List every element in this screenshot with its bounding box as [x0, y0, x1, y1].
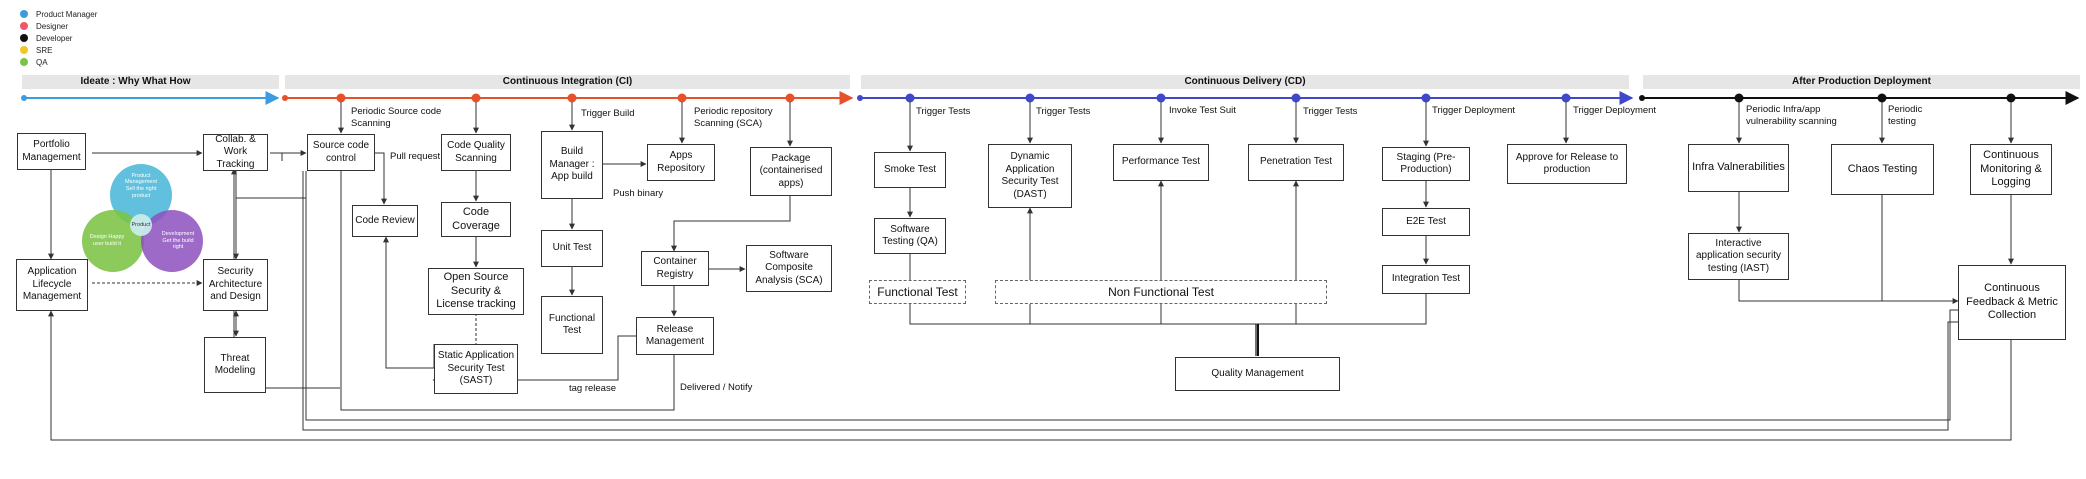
- oss-tracking-box[interactable]: Open Source Security & License tracking: [428, 268, 524, 315]
- label-periodic-infra-scan: Periodic Infra/app vulnerability scannin…: [1746, 104, 1837, 127]
- threat-modeling-box[interactable]: Threat Modeling: [204, 337, 266, 393]
- label-trigger-deployment-2: Trigger Deployment: [1573, 105, 1657, 116]
- label-trigger-tests-3: Trigger Tests: [1303, 106, 1358, 117]
- legend-label: Designer: [36, 21, 69, 31]
- alm-box[interactable]: Application Lifecycle Management: [16, 259, 88, 311]
- legend-dot-icon: [20, 10, 28, 18]
- legend-dot-icon: [20, 22, 28, 30]
- performance-test-box[interactable]: Performance Test: [1113, 144, 1209, 181]
- legend-item: Developer: [20, 32, 97, 44]
- integration-test-box[interactable]: Integration Test: [1382, 265, 1470, 294]
- label-trigger-build: Trigger Build: [581, 108, 635, 119]
- sast-box[interactable]: Static Application Security Test (SAST): [434, 344, 518, 394]
- staging-box[interactable]: Staging (Pre-Production): [1382, 147, 1470, 181]
- e2e-test-box[interactable]: E2E Test: [1382, 208, 1470, 236]
- venn-center: Product: [130, 214, 152, 236]
- quality-management-box[interactable]: Quality Management: [1175, 357, 1340, 391]
- legend-item: SRE: [20, 44, 97, 56]
- legend-item: Product Manager: [20, 8, 97, 20]
- prod-timeline: [1639, 91, 2080, 105]
- legend-label: QA: [36, 57, 48, 67]
- legend-label: SRE: [36, 45, 53, 55]
- legend-item: QA: [20, 56, 97, 68]
- cd-timeline: [857, 91, 1634, 105]
- legend-dot-icon: [20, 58, 28, 66]
- phase-cd: Continuous Delivery (CD): [861, 75, 1629, 89]
- software-testing-box[interactable]: Software Testing (QA): [874, 218, 946, 254]
- release-management-box[interactable]: Release Management: [636, 317, 714, 355]
- legend-label: Product Manager: [36, 9, 98, 19]
- apps-repository-box[interactable]: Apps Repository: [647, 144, 715, 181]
- functional-test-group: Functional Test: [869, 280, 966, 304]
- phase-ideate: Ideate : Why What How: [22, 75, 279, 89]
- package-box[interactable]: Package (containerised apps): [750, 147, 832, 196]
- non-functional-test-group: Non Functional Test: [995, 280, 1327, 304]
- ci-timeline: [282, 91, 854, 105]
- portfolio-management-box[interactable]: Portfolio Management: [17, 133, 86, 170]
- label-pull-request: Pull request: [390, 151, 441, 162]
- code-coverage-box[interactable]: Code Coverage: [441, 202, 511, 237]
- iast-box[interactable]: Interactive application security testing…: [1688, 233, 1789, 280]
- label-tag-release: tag release: [569, 383, 617, 394]
- label-periodic-testing: Periodic testing: [1888, 104, 1923, 127]
- legend-label: Developer: [36, 33, 73, 43]
- source-code-control-box[interactable]: Source code control: [307, 134, 375, 171]
- phase-prod: After Production Deployment: [1643, 75, 2080, 89]
- unit-test-box[interactable]: Unit Test: [541, 230, 603, 267]
- monitoring-box[interactable]: Continuous Monitoring & Logging: [1970, 144, 2052, 195]
- label-trigger-tests-2: Trigger Tests: [1036, 106, 1091, 117]
- ideate-timeline: [21, 91, 280, 105]
- approve-release-box[interactable]: Approve for Release to production: [1507, 144, 1627, 184]
- build-manager-box[interactable]: Build Manager : App build: [541, 131, 603, 199]
- infra-vulnerabilities-box[interactable]: Infra Valnerabilities: [1688, 144, 1789, 192]
- label-periodic-source-scan: Periodic Source code Scanning: [351, 106, 442, 129]
- feedback-metrics-box[interactable]: Continuous Feedback & Metric Collection: [1958, 265, 2066, 340]
- label-delivered-notify: Delivered / Notify: [680, 382, 753, 393]
- sca-box[interactable]: Software Composite Analysis (SCA): [746, 245, 832, 292]
- collab-box[interactable]: Collab. & Work Tracking: [203, 134, 268, 171]
- label-trigger-tests-1: Trigger Tests: [916, 106, 971, 117]
- code-quality-box[interactable]: Code Quality Scanning: [441, 134, 511, 171]
- label-periodic-repo-scan: Periodic repository Scanning (SCA): [694, 106, 773, 129]
- functional-test-ci-box[interactable]: Functional Test: [541, 296, 603, 354]
- label-trigger-deployment-1: Trigger Deployment: [1432, 105, 1516, 116]
- phase-ci: Continuous Integration (CI): [285, 75, 850, 89]
- smoke-test-box[interactable]: Smoke Test: [874, 152, 946, 188]
- chaos-testing-box[interactable]: Chaos Testing: [1831, 144, 1934, 195]
- security-architecture-box[interactable]: Security Architecture and Design: [203, 259, 268, 311]
- penetration-test-box[interactable]: Penetration Test: [1248, 144, 1344, 181]
- legend-item: Designer: [20, 20, 97, 32]
- legend-dot-icon: [20, 34, 28, 42]
- legend-dot-icon: [20, 46, 28, 54]
- label-push-binary: Push binary: [613, 188, 664, 199]
- container-registry-box[interactable]: Container Registry: [641, 251, 709, 286]
- label-invoke-test-suit: Invoke Test Suit: [1169, 105, 1236, 116]
- code-review-box[interactable]: Code Review: [352, 205, 418, 237]
- dast-box[interactable]: Dynamic Application Security Test (DAST): [988, 144, 1072, 208]
